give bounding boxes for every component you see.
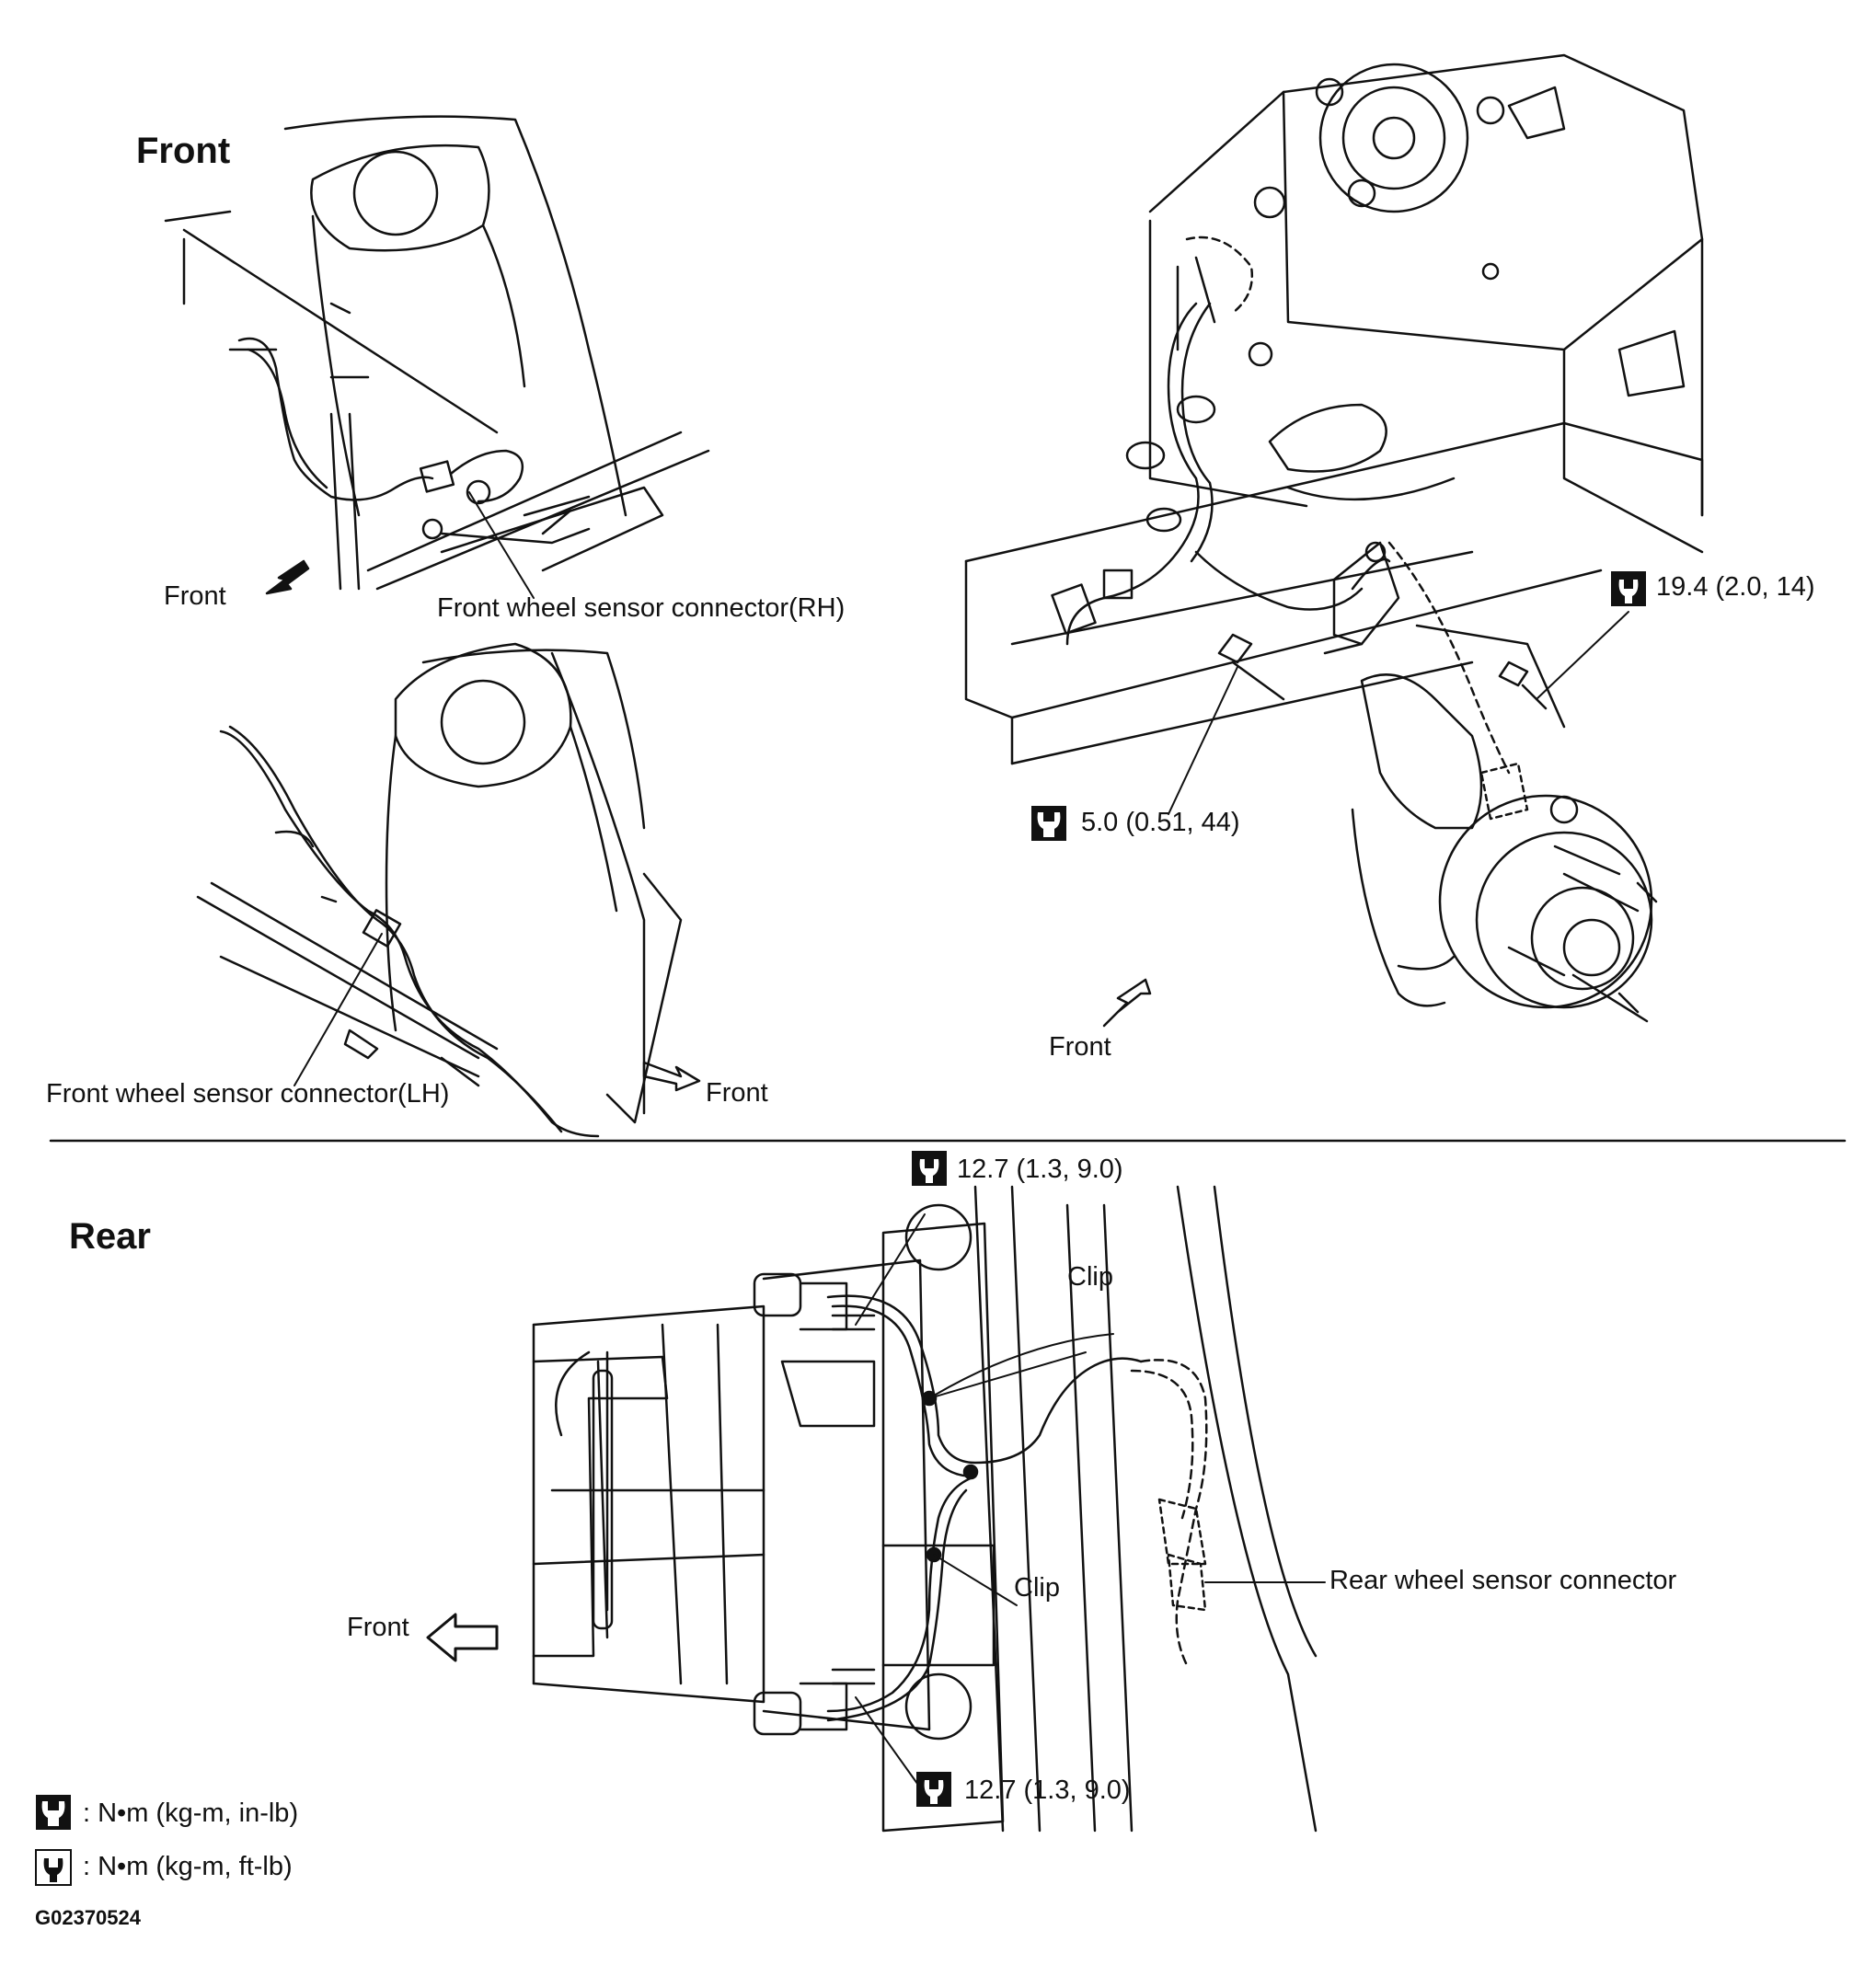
figure-id: G02370524 — [35, 1906, 141, 1929]
torque-rear-upper-label: 12.7 (1.3, 9.0) — [957, 1155, 1123, 1184]
torque-bracket-bolt-label: 5.0 (0.51, 44) — [1081, 808, 1240, 837]
front-knuckle-view — [964, 53, 1704, 1028]
legend-text-in-lb: : N•m (kg-m, in-lb) — [83, 1798, 299, 1828]
legend-icon-in-lb — [36, 1795, 71, 1830]
legend-icon-ft-lb — [35, 1849, 72, 1886]
torque-wrench-icon-ft-lb — [916, 1772, 951, 1807]
front-arrow-label-rh: Front — [164, 581, 226, 611]
legend-text-ft-lb: : N•m (kg-m, ft-lb) — [83, 1852, 293, 1881]
front-arrow-label-lh: Front — [706, 1078, 768, 1108]
torque-knuckle-bolt-label: 19.4 (2.0, 14) — [1656, 572, 1815, 602]
connector-lh-label: Front wheel sensor connector(LH) — [46, 1079, 450, 1109]
front-section-heading: Front — [136, 131, 231, 171]
front-rh-view — [164, 115, 710, 599]
connector-rh-label: Front wheel sensor connector(RH) — [437, 593, 846, 623]
rear-section-heading: Rear — [69, 1216, 151, 1257]
rear-connector-label: Rear wheel sensor connector — [1329, 1566, 1677, 1595]
torque-wrench-icon-in-lb — [1031, 806, 1066, 841]
torque-wrench-icon-ft-lb — [912, 1151, 947, 1186]
front-lh-view — [196, 642, 701, 1138]
clip-lower-label: Clip — [1014, 1573, 1060, 1603]
front-arrow-label-rear: Front — [347, 1613, 409, 1642]
torque-rear-lower-label: 12.7 (1.3, 9.0) — [964, 1775, 1131, 1805]
front-arrow-label-knuckle: Front — [1049, 1032, 1111, 1062]
torque-wrench-icon-ft-lb — [1611, 571, 1646, 606]
rear-view — [426, 1185, 1326, 1833]
clip-upper-label: Clip — [1067, 1262, 1113, 1292]
